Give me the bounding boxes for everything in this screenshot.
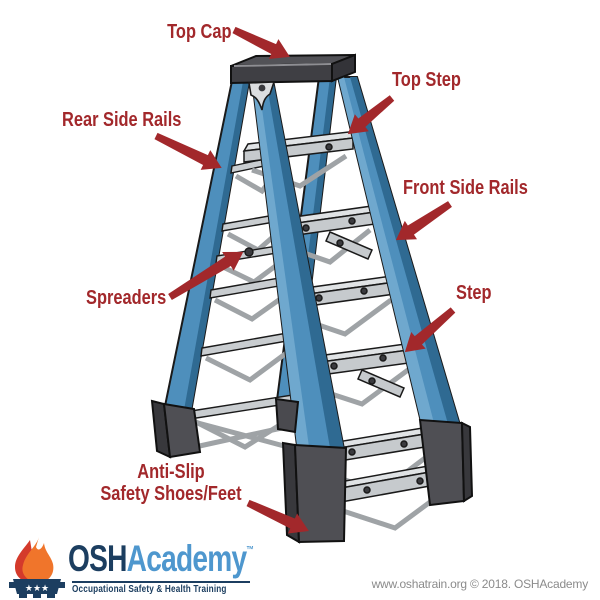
top-bracket <box>248 81 276 111</box>
label-anti-slip: Anti-Slip Safety Shoes/Feet <box>73 461 270 505</box>
anti-slip-feet <box>150 397 474 544</box>
label-anti-slip-line1: Anti-Slip <box>137 461 205 483</box>
top-cap-part <box>230 53 356 85</box>
front-left-foot <box>293 443 348 544</box>
top-step-arrow <box>347 95 395 135</box>
logo-academy: Academy <box>126 538 247 579</box>
flame-icon <box>22 537 54 583</box>
label-step: Step <box>456 282 492 304</box>
rear-left-foot <box>162 402 202 459</box>
trademark-mark: ™ <box>246 545 254 556</box>
footer-credit: www.oshatrain.org © 2018. OSHAcademy <box>371 577 589 591</box>
spreader-hinge-rivet <box>244 247 254 257</box>
front-left-rail <box>250 79 346 451</box>
tagline-rule <box>72 581 250 583</box>
label-top-cap: Top Cap <box>167 21 232 43</box>
front-side-rails-arrow <box>395 201 452 241</box>
top-cap-arrow <box>232 26 290 59</box>
oshacademy-logo: ★★★ OSHAcademy™ Occupational Safety & He… <box>8 534 258 598</box>
label-anti-slip-line2: Safety Shoes/Feet <box>100 483 242 505</box>
callout-arrows <box>154 26 456 534</box>
label-spreaders: Spreaders <box>86 287 167 309</box>
anti-slip-arrow <box>246 499 309 534</box>
label-rear-side-rails: Rear Side Rails <box>62 109 182 131</box>
front-right-foot-side <box>460 421 474 503</box>
spreaders-arrow <box>168 251 244 300</box>
label-front-side-rails: Front Side Rails <box>403 177 528 199</box>
logo-tagline: Occupational Safety & Health Training <box>72 584 227 595</box>
rear-side-rails-arrow <box>154 132 222 170</box>
step-arrow <box>404 307 456 353</box>
gear-stars: ★★★ <box>25 583 49 593</box>
rear-right-foot <box>274 397 300 434</box>
front-right-foot <box>418 418 466 507</box>
bracket-rivet <box>258 84 266 92</box>
logo-wordmark: OSHAcademy™ <box>68 538 254 580</box>
flame-gear-icon: ★★★ <box>9 537 65 598</box>
label-top-step: Top Step <box>392 69 461 91</box>
gear-icon <box>9 579 65 598</box>
logo-osh: OSH <box>68 538 127 579</box>
